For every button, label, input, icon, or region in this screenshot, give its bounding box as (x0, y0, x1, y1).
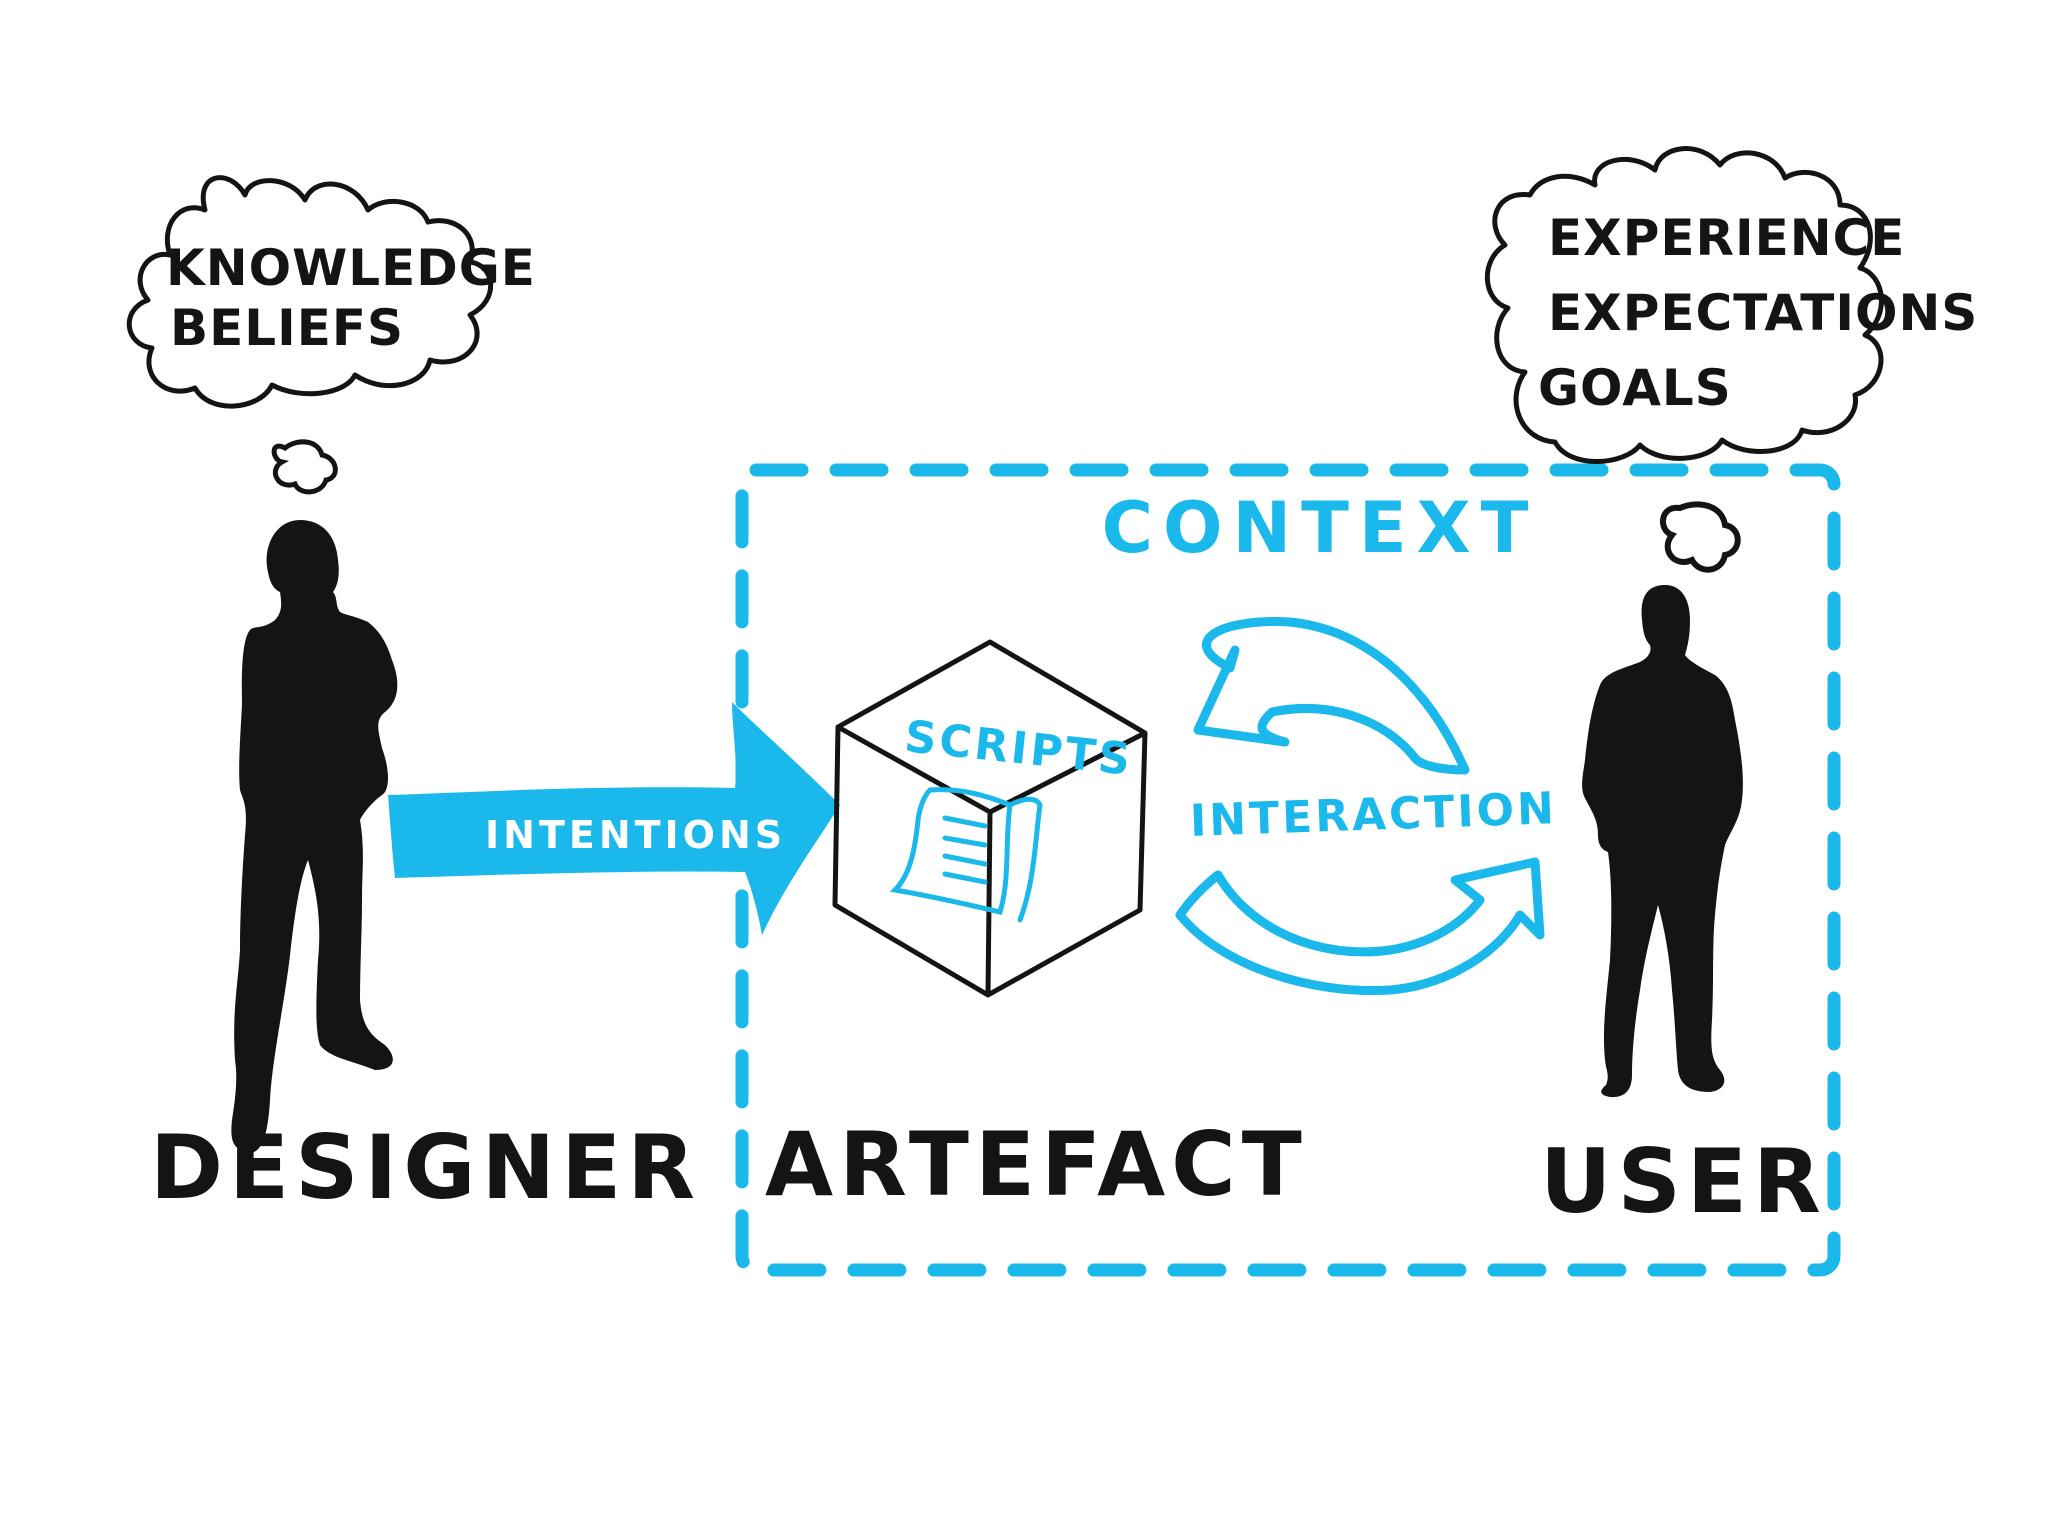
context-label: CONTEXT (1102, 487, 1539, 569)
user-figure: USER (1540, 585, 1827, 1233)
scripts-label: SCRIPTS (902, 711, 1135, 786)
designer-thought-line-1: KNOWLEDGE (166, 239, 536, 297)
thought-bubble-small (1660, 501, 1741, 573)
user-thought-line-3: GOALS (1538, 359, 1732, 417)
artefact-cube: SCRIPTS ARTEFACT (765, 639, 1308, 1216)
user-thought-line-2: EXPECTATIONS (1548, 284, 1978, 342)
intentions-label: INTENTIONS (485, 813, 786, 857)
person-silhouette-icon (231, 520, 398, 1153)
intentions-arrow: INTENTIONS (388, 702, 840, 935)
cube-icon (832, 639, 1148, 998)
user-label: USER (1540, 1130, 1827, 1233)
context-frame (735, 463, 1841, 1277)
designer-figure: DESIGNER (150, 520, 701, 1219)
designer-thought-cloud: KNOWLEDGE BELIEFS (126, 175, 536, 495)
arrow-right-icon (388, 702, 840, 935)
user-thought-cloud: EXPERIENCE EXPECTATIONS GOALS (1484, 146, 1978, 573)
cycle-arrows-icon (1175, 617, 1545, 996)
person-silhouette-icon (1582, 585, 1743, 1098)
thought-cloud-icon (1484, 146, 1884, 464)
user-thought-line-1: EXPERIENCE (1548, 209, 1905, 267)
artefact-label: ARTEFACT (765, 1113, 1308, 1216)
designer-thought-line-2: BELIEFS (170, 299, 404, 357)
interaction-label: INTERACTION (1189, 783, 1558, 847)
thought-cloud-icon (126, 175, 494, 409)
interaction-cycle: INTERACTION (1175, 617, 1558, 996)
thought-bubble-small (271, 439, 338, 495)
designer-label: DESIGNER (150, 1116, 701, 1219)
document-icon (889, 787, 1043, 923)
